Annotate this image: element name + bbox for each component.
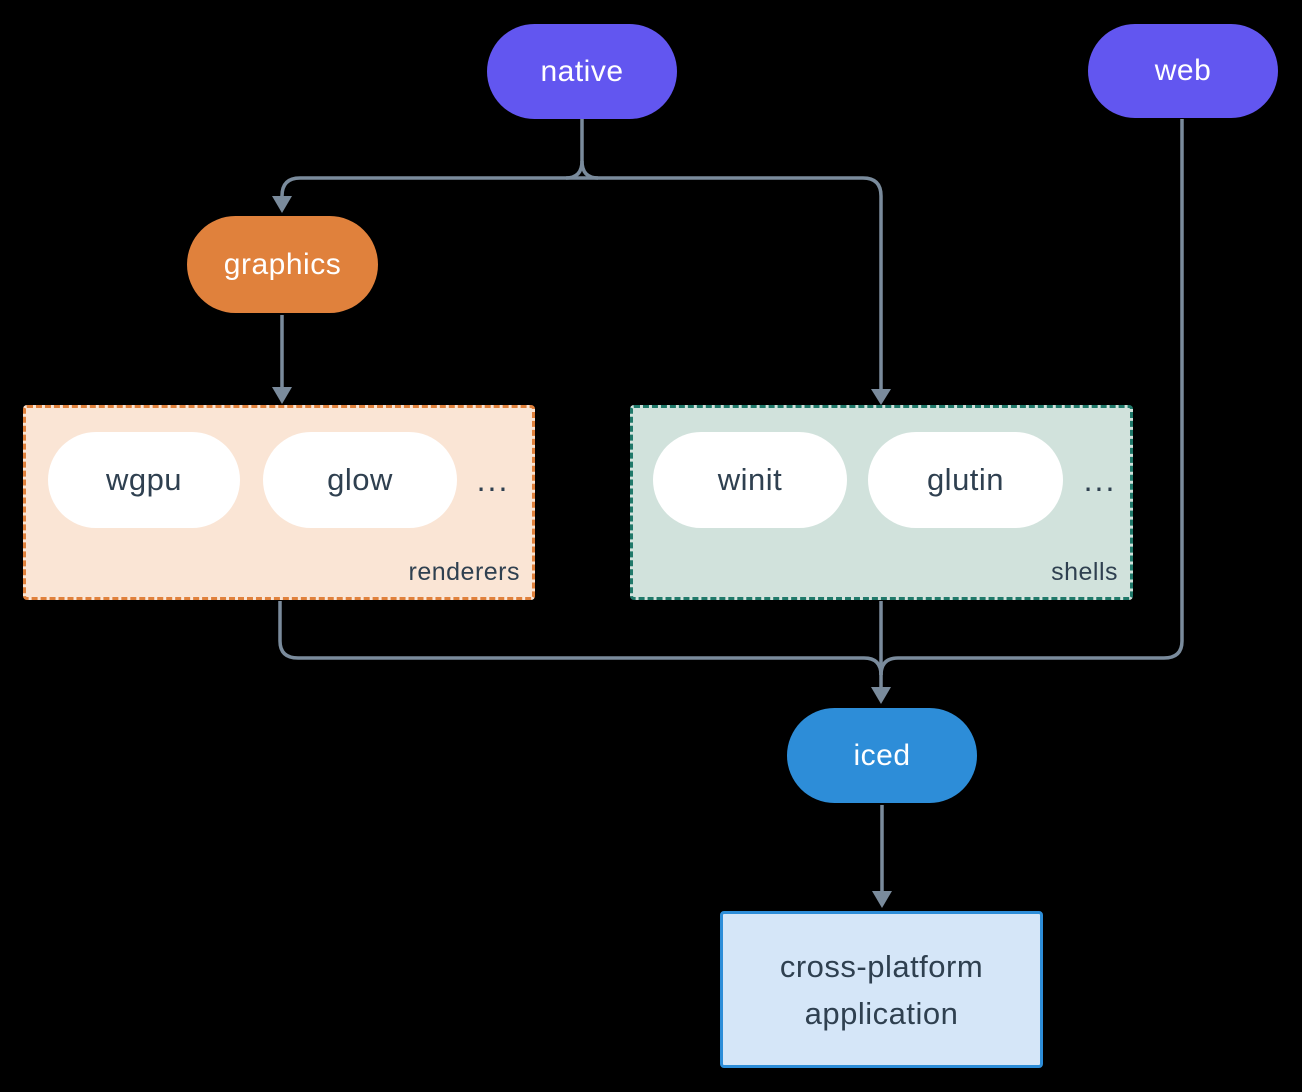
group-shells: winit glutin ... shells	[630, 405, 1133, 600]
renderers-ellipsis: ...	[476, 461, 510, 498]
connector-native-fillet-left	[565, 160, 584, 180]
application-label-line2: application	[804, 995, 959, 1031]
node-glow: glow	[263, 432, 457, 528]
arrowhead-shells	[871, 389, 891, 405]
node-iced-label: iced	[853, 738, 911, 772]
connector-merge-fillet-left	[863, 656, 883, 676]
connector-merge-fillet-right	[879, 656, 899, 676]
node-glow-label: glow	[327, 462, 393, 497]
shells-ellipsis: ...	[1083, 461, 1117, 498]
node-native-label: native	[540, 54, 624, 88]
node-glutin-label: glutin	[926, 462, 1005, 497]
node-graphics: graphics	[187, 216, 378, 313]
application-label-line1: cross-platform	[779, 948, 984, 984]
connector-native-fillet-right	[580, 160, 599, 180]
connector-renderers-merge	[278, 601, 864, 660]
node-web-label: web	[1154, 54, 1212, 87]
arrowhead-application	[872, 891, 892, 908]
node-iced: iced	[787, 708, 977, 803]
group-renderers-label: renderers	[408, 558, 520, 586]
group-renderers: wgpu glow ... renderers	[23, 405, 535, 600]
arrowhead-iced	[871, 687, 891, 704]
node-winit-label: winit	[717, 462, 783, 497]
arrowhead-graphics	[272, 196, 292, 213]
node-web: web	[1088, 24, 1278, 118]
arrowhead-renderers	[272, 387, 292, 404]
group-shells-label: shells	[1051, 558, 1118, 586]
node-winit: winit	[653, 432, 847, 528]
node-cross-platform-application: cross-platform application	[720, 911, 1043, 1068]
node-glutin: glutin	[868, 432, 1063, 528]
node-wgpu: wgpu	[48, 432, 240, 528]
node-graphics-label: graphics	[223, 247, 342, 281]
node-native: native	[487, 24, 677, 119]
node-wgpu-label: wgpu	[105, 462, 183, 497]
